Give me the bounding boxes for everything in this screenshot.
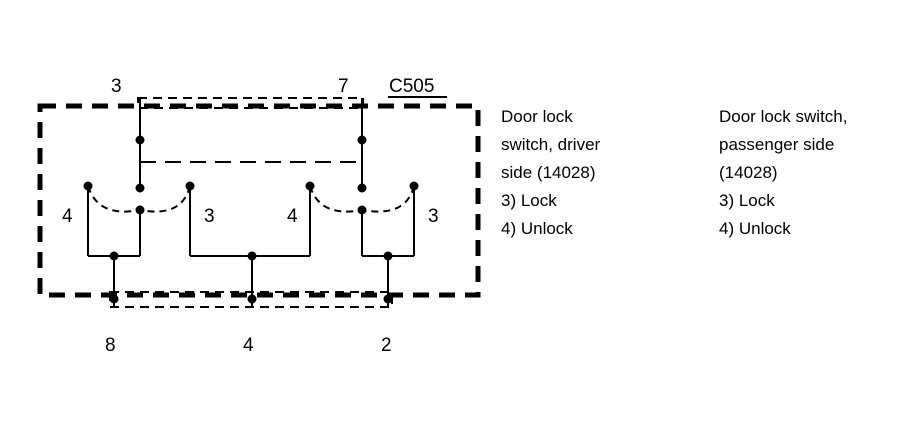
passenger-pos-left-label: 4 [287, 206, 298, 227]
contact-dot [185, 181, 195, 191]
splice-dot [109, 294, 119, 304]
legend-line: side (14028) [501, 163, 596, 182]
legend-line: Door lock [501, 107, 573, 126]
legend-driver-switch: Door lock switch, driver side (14028) 3)… [501, 103, 600, 243]
pin-label-top-left: 3 [111, 76, 122, 97]
legend-line: Door lock switch, [719, 107, 848, 126]
legend-passenger-switch: Door lock switch, passenger side (14028)… [719, 103, 847, 243]
contact-dot [83, 181, 93, 191]
splice-dot [135, 135, 145, 145]
driver-switch [87, 98, 310, 306]
passenger-pos-right-label: 3 [428, 206, 439, 227]
pin-label-bottom-mid: 4 [243, 335, 254, 356]
pin-label-top-right: 7 [338, 76, 349, 97]
contact-dot [409, 181, 419, 191]
splice-dot [383, 251, 393, 261]
contact-dot [357, 183, 367, 193]
legend-line: switch, driver [501, 135, 601, 154]
splice-dot [247, 294, 257, 304]
legend-line: 3) Lock [719, 191, 775, 210]
splice-dot [383, 294, 393, 304]
legend-line: (14028) [719, 163, 778, 182]
passenger-switch [309, 98, 415, 306]
legend-line: passenger side [719, 135, 835, 154]
contact-dot [135, 183, 145, 193]
connector-label: C505 [389, 76, 434, 97]
contact-dot [357, 205, 367, 215]
contact-dot [305, 181, 315, 191]
splice-dot [357, 135, 367, 145]
splice-dots [83, 135, 419, 304]
splice-dot [109, 251, 119, 261]
driver-pos-left-label: 4 [62, 206, 73, 227]
legend-line: 4) Unlock [501, 219, 573, 238]
legend-line: 4) Unlock [719, 219, 791, 238]
pin-label-bottom-right: 2 [381, 335, 392, 356]
connector-outline [37, 103, 481, 298]
splice-dot [247, 251, 257, 261]
contact-dot [135, 205, 145, 215]
legend-line: 3) Lock [501, 191, 557, 210]
pin-label-bottom-left: 8 [105, 335, 116, 356]
driver-pos-right-label: 3 [204, 206, 215, 227]
